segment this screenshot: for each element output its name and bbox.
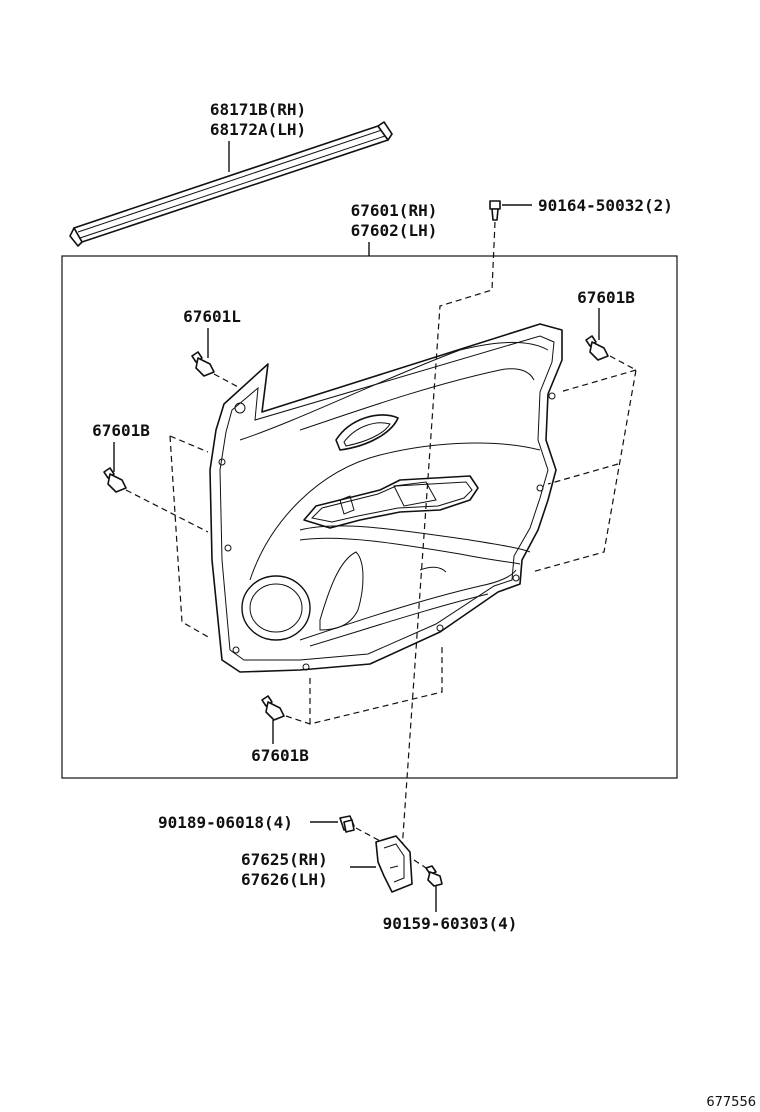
clip-b-bottom-icon (261, 695, 285, 721)
nut-icon (339, 815, 355, 833)
screw-top-label: 90164-50032(2) (538, 196, 673, 215)
clip-b-bottom-label: 67601B (251, 746, 309, 765)
panel-lh-label: 67602(LH) (351, 221, 438, 240)
weatherstrip-lh-label: 68172A(LH) (210, 120, 306, 139)
clip-b-upper-right-label: 67601B (577, 288, 635, 307)
bracket-part (375, 835, 413, 893)
weatherstrip-rh-label: 68171B(RH) (210, 100, 306, 119)
clip-b-upper-right-dashline-c (547, 463, 619, 485)
clip-l-label: 67601L (183, 307, 241, 326)
clip-b-bottom-dashline-a (285, 644, 443, 725)
clip-b-left-dashline-a (125, 489, 209, 533)
clip-b-upper-right-dashline-b (559, 369, 637, 393)
screw-top-dashline (401, 221, 496, 851)
bracket-rh-label: 67625(RH) (241, 850, 328, 869)
clip-b-left-label: 67601B (92, 421, 150, 440)
clip-b-upper-right-dashline-a (531, 355, 637, 573)
clip-l-dashline (213, 373, 241, 389)
assembly-frame (61, 255, 678, 779)
screw-bottom-dashline (413, 859, 427, 869)
screw-top-icon (489, 200, 501, 221)
screw-bottom-label: 90159-60303(4) (383, 914, 518, 933)
clip-b-left-dashline-c (169, 435, 211, 639)
panel-rh-label: 67601(RH) (351, 201, 438, 220)
clip-b-left-dashline-b (169, 435, 209, 453)
clip-b-left-icon (103, 467, 127, 493)
clip-l-icon (191, 351, 215, 377)
door-trim-panel-part (209, 323, 563, 673)
clip-b-upper-right-icon (585, 335, 609, 361)
reference-code: 677556 (706, 1095, 756, 1110)
nut-label: 90189-06018(4) (158, 813, 293, 832)
nut-dashline (355, 827, 383, 843)
screw-bottom-icon (425, 865, 443, 887)
weatherstrip-part (69, 121, 393, 247)
bracket-lh-label: 67626(LH) (241, 870, 328, 889)
